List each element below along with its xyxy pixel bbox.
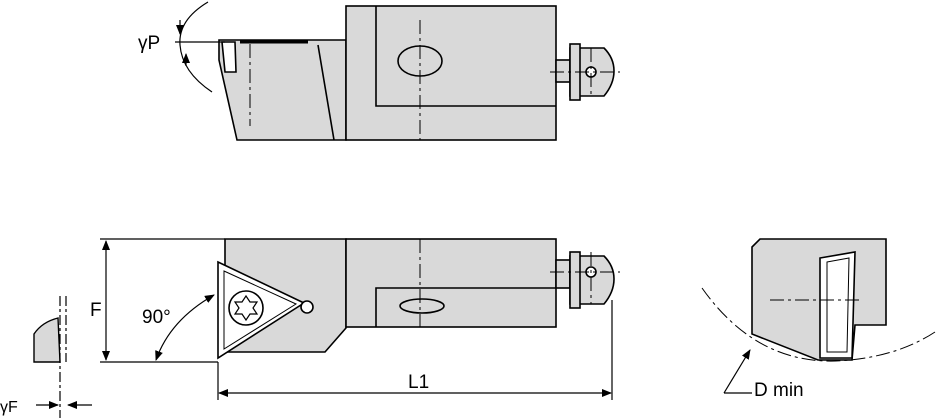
front-coupling-head — [569, 255, 615, 305]
top-inner-outline — [375, 6, 556, 107]
top-holder-body — [345, 5, 557, 141]
top-coupling-neck — [555, 59, 571, 83]
gamma-f-annotation — [36, 296, 92, 418]
side-insert — [819, 251, 856, 359]
front-slot — [399, 298, 445, 314]
f-dim-label: F — [90, 300, 102, 321]
top-view — [218, 5, 615, 141]
d-min-leader — [723, 349, 752, 394]
front-centerlines — [419, 239, 620, 327]
front-coupling-band — [569, 251, 581, 309]
l1-dim-label: L1 — [408, 372, 429, 393]
side-centerlines — [701, 287, 936, 362]
d-min-label: D min — [754, 380, 804, 401]
f-dimension — [100, 238, 225, 363]
top-tool-head — [218, 39, 347, 141]
front-coupling-neck — [555, 259, 571, 289]
side-view — [751, 238, 887, 361]
top-centerlines — [249, 20, 620, 140]
gamma-p-label: γP — [138, 33, 160, 54]
front-inner-outline — [375, 287, 556, 327]
angle-label: 90° — [142, 307, 171, 328]
left-partial-view — [33, 317, 61, 363]
front-view — [217, 238, 615, 360]
gamma-f-label: γF — [0, 399, 18, 416]
angle-annotation — [155, 294, 215, 361]
front-holder-body — [345, 238, 557, 328]
gamma-p-annotation — [175, 1, 225, 93]
l1-dimension — [217, 300, 613, 400]
top-insert-pocket — [221, 41, 237, 73]
clamp-pin — [300, 300, 314, 314]
top-seat-line — [317, 44, 335, 141]
